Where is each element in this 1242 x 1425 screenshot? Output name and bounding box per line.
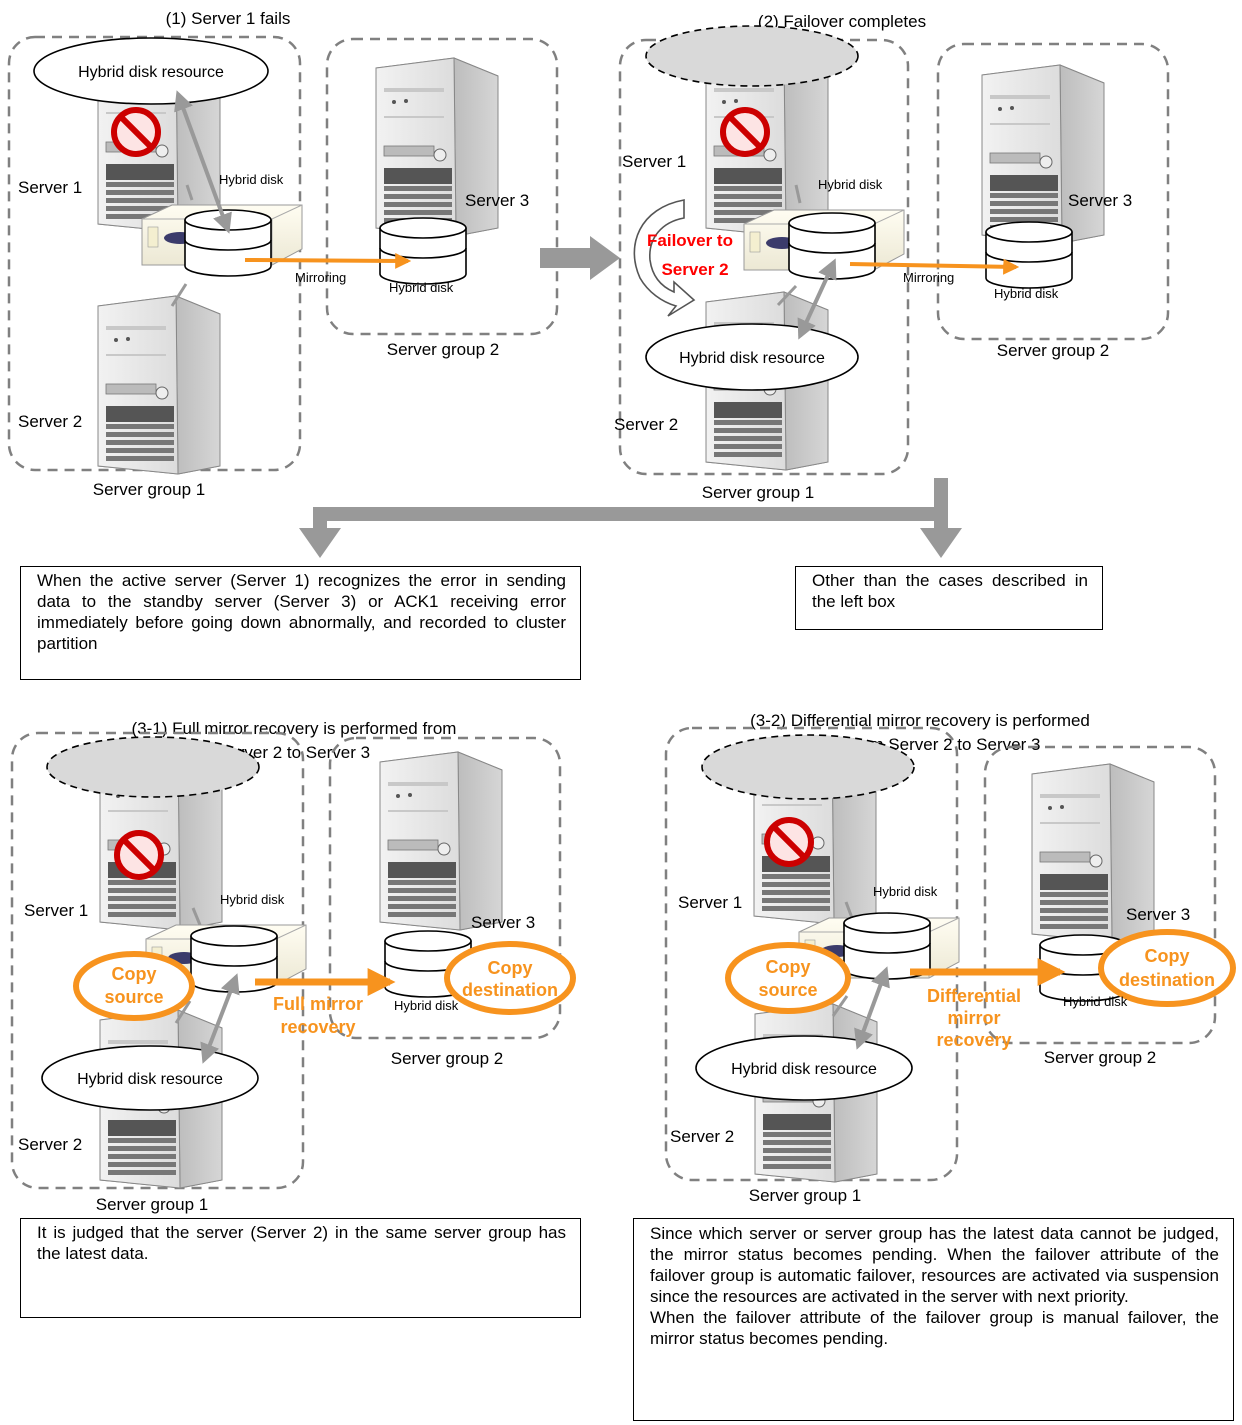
no-entry-icon bbox=[114, 110, 158, 154]
mirroring-label: Mirroring bbox=[903, 270, 954, 285]
server-tower-icon bbox=[981, 64, 1105, 244]
server-group-1-frame bbox=[618, 38, 910, 476]
hybrid-disk-label: Hybrid disk bbox=[1063, 994, 1128, 1009]
hybrid-disk-icon bbox=[379, 217, 467, 285]
server3-label: Server 3 bbox=[471, 913, 535, 932]
server-tower-icon bbox=[97, 295, 221, 475]
hybrid-disk-resource-label: Hybrid disk resource bbox=[731, 1061, 877, 1078]
server-group-2-label: Server group 2 bbox=[1044, 1048, 1156, 1067]
server2-label: Server 2 bbox=[670, 1127, 734, 1146]
copy-destination-label: Copy bbox=[488, 958, 533, 978]
panel1-title: (1) Server 1 fails bbox=[166, 9, 291, 28]
hybrid-disk-icon bbox=[985, 221, 1073, 289]
recovery-label: recovery bbox=[280, 1017, 355, 1037]
hybrid-disk-label: Hybrid disk bbox=[818, 177, 883, 192]
result-31-box: It is judged that the server (Server 2) … bbox=[20, 1218, 581, 1318]
hybrid-disk-label: Hybrid disk bbox=[389, 280, 454, 295]
server1-label: Server 1 bbox=[622, 152, 686, 171]
panel32-title-line2: from Server 2 to Server 3 bbox=[850, 735, 1041, 754]
server-group-2-frame bbox=[983, 745, 1217, 1045]
copy-source-ellipse bbox=[73, 951, 195, 1021]
transition-arrow bbox=[540, 236, 620, 280]
access-arrow bbox=[797, 258, 837, 340]
copy-destination-ellipse bbox=[1098, 929, 1236, 1007]
failover-label-line1: Failover to bbox=[647, 231, 733, 250]
inactive-resource-ellipse bbox=[46, 736, 260, 798]
hybrid-disk-resource-ellipse bbox=[33, 37, 269, 105]
access-arrow bbox=[174, 90, 232, 234]
curved-failover-arrow-icon bbox=[633, 199, 696, 317]
server3-label: Server 3 bbox=[1068, 191, 1132, 210]
no-entry-icon bbox=[723, 110, 767, 154]
server3-label: Server 3 bbox=[1126, 905, 1190, 924]
hybrid-disk-label: Hybrid disk bbox=[873, 884, 938, 899]
copy-source-ellipse bbox=[725, 942, 851, 1014]
right-case-box: Other than the cases described in the le… bbox=[795, 566, 1103, 630]
recovery-label: mirror bbox=[947, 1008, 1000, 1028]
server-group-2-frame bbox=[325, 37, 559, 336]
server-group-2-frame bbox=[328, 736, 562, 1040]
server1-label: Server 1 bbox=[678, 893, 742, 912]
hybrid-disk-label: Hybrid disk bbox=[220, 892, 285, 907]
recovery-label: recovery bbox=[936, 1030, 1011, 1050]
server-group-2-label: Server group 2 bbox=[997, 341, 1109, 360]
server-group-1-label: Server group 1 bbox=[702, 483, 814, 502]
hybrid-disk-resource-ellipse bbox=[695, 1035, 913, 1101]
hybrid-disk-resource-label: Hybrid disk resource bbox=[78, 64, 224, 81]
panel32-title-line1: (3-2) Differential mirror recovery is pe… bbox=[750, 711, 1090, 730]
failover-label-line2: Server 2 bbox=[661, 260, 728, 279]
mirroring-arrow bbox=[849, 258, 1020, 275]
result-32-text-1: Since which server or server group has t… bbox=[650, 1224, 1219, 1306]
inactive-resource-ellipse bbox=[645, 25, 859, 87]
hybrid-disk-resource-label: Hybrid disk resource bbox=[679, 350, 825, 367]
hybrid-disk-resource-label: Hybrid disk resource bbox=[77, 1071, 223, 1088]
left-case-box: When the active server (Server 1) recogn… bbox=[20, 566, 581, 680]
server2-label: Server 2 bbox=[18, 1135, 82, 1154]
hybrid-disk-resource-ellipse bbox=[645, 323, 859, 391]
server3-label: Server 3 bbox=[465, 191, 529, 210]
no-entry-icon bbox=[117, 833, 161, 877]
right-case-text: Other than the cases described in the le… bbox=[812, 571, 1088, 611]
copy-destination-ellipse bbox=[444, 941, 576, 1015]
server-group-2-label: Server group 2 bbox=[387, 340, 499, 359]
hybrid-disk-label: Hybrid disk bbox=[219, 172, 284, 187]
recovery-label: Full mirror bbox=[273, 994, 363, 1014]
server-group-1-label: Server group 1 bbox=[96, 1195, 208, 1214]
copy-destination-label: Copy bbox=[1145, 946, 1190, 966]
server-group-2-frame bbox=[936, 42, 1170, 341]
server-group-1-label: Server group 1 bbox=[749, 1186, 861, 1205]
server2-label: Server 2 bbox=[614, 415, 678, 434]
server2-label: Server 2 bbox=[18, 412, 82, 431]
hybrid-disk-label: Hybrid disk bbox=[394, 998, 459, 1013]
panel2-title: (2) Failover completes bbox=[758, 12, 926, 31]
result-31-text: It is judged that the server (Server 2) … bbox=[37, 1223, 566, 1263]
server-group-1-label: Server group 1 bbox=[93, 480, 205, 499]
copy-destination-label: destination bbox=[462, 980, 558, 1000]
mirroring-label: Mirroring bbox=[295, 270, 346, 285]
result-32-text-2: When the failover attribute of the failo… bbox=[650, 1308, 1219, 1348]
hybrid-disk-label: Hybrid disk bbox=[994, 286, 1059, 301]
recovery-label: Differential bbox=[927, 986, 1021, 1006]
copy-source-label: Copy bbox=[112, 964, 157, 984]
server-group-2-label: Server group 2 bbox=[391, 1049, 503, 1068]
no-entry-icon bbox=[767, 820, 811, 864]
mirroring-arrow bbox=[244, 252, 412, 269]
access-arrow bbox=[854, 966, 890, 1050]
copy-source-label: source bbox=[758, 980, 817, 1000]
copy-source-label: Copy bbox=[766, 957, 811, 977]
server-tower-icon bbox=[379, 751, 503, 931]
hybrid-disk-icon bbox=[184, 209, 272, 277]
result-32-box: Since which server or server group has t… bbox=[633, 1218, 1234, 1421]
branch-arrow bbox=[299, 478, 962, 558]
panel31-title-line1: (3-1) Full mirror recovery is performed … bbox=[132, 719, 457, 738]
left-case-text: When the active server (Server 1) recogn… bbox=[37, 571, 566, 653]
copy-source-label: source bbox=[104, 987, 163, 1007]
copy-destination-label: destination bbox=[1119, 970, 1215, 990]
server1-label: Server 1 bbox=[24, 901, 88, 920]
inactive-resource-ellipse bbox=[701, 734, 915, 800]
server1-label: Server 1 bbox=[18, 178, 82, 197]
access-arrow bbox=[200, 973, 240, 1064]
panel31-title-line2: Server 2 to Server 3 bbox=[218, 743, 370, 762]
